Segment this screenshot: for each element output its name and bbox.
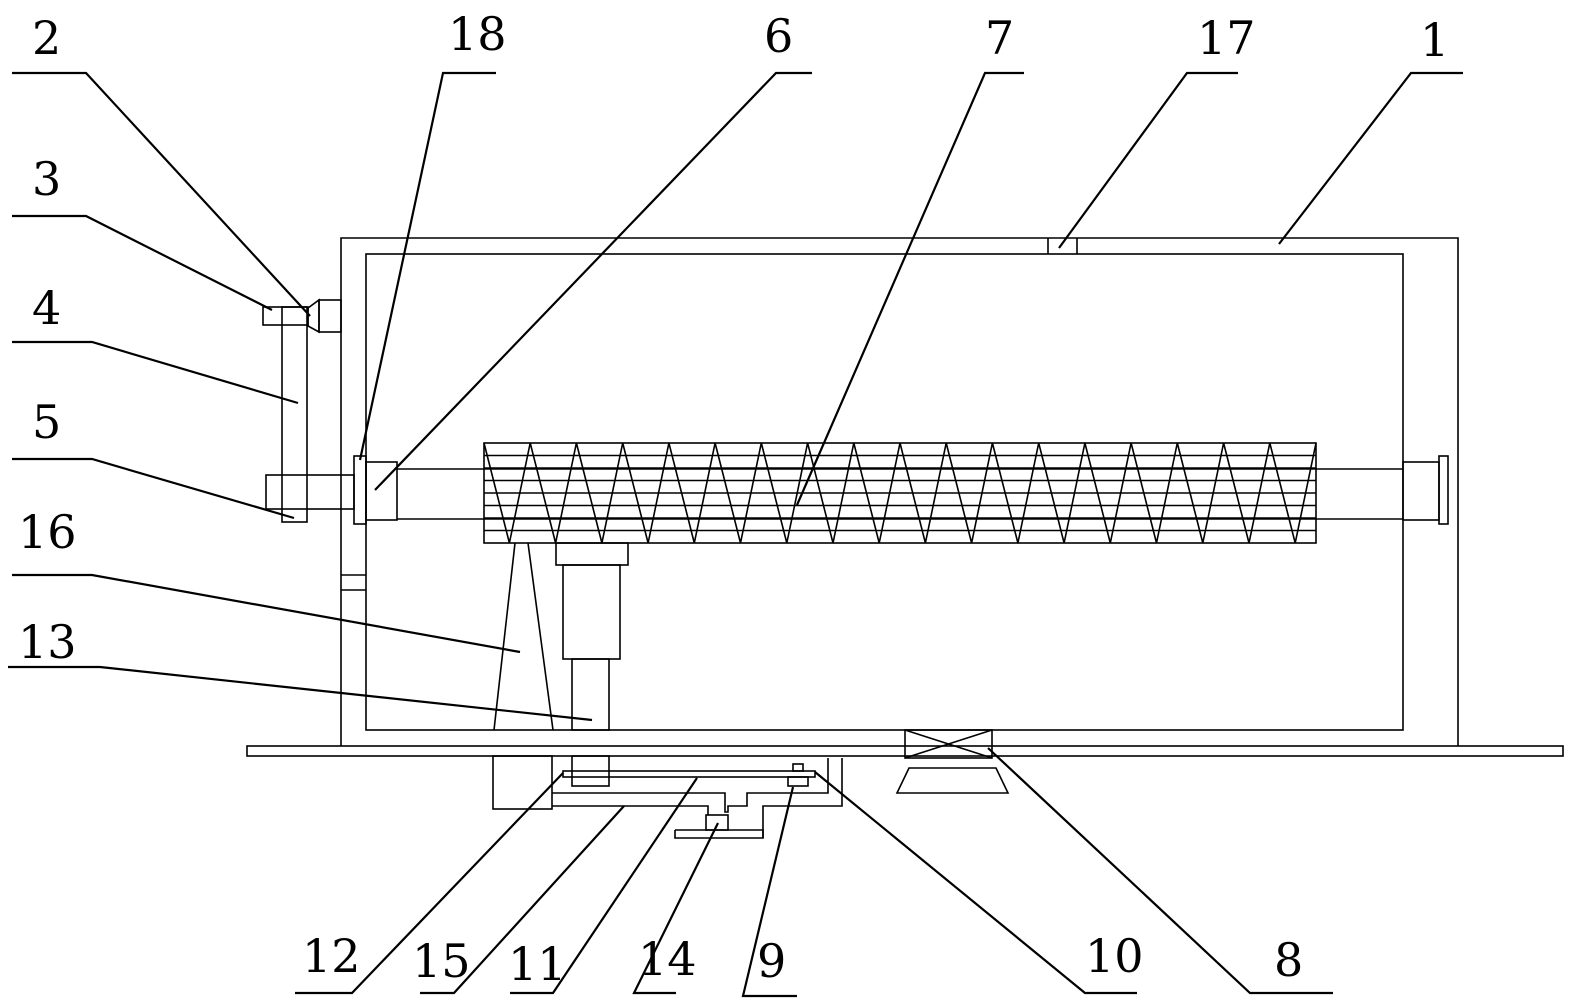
leader-17 xyxy=(1058,71,1238,249)
hopper-right-edge xyxy=(527,542,554,731)
idler-post xyxy=(792,763,804,772)
label-16: 16 xyxy=(18,505,77,559)
left-bearing xyxy=(353,455,367,525)
drive-frame-outer xyxy=(552,805,709,815)
label-1: 1 xyxy=(1420,13,1449,67)
hopper-left-edge xyxy=(493,542,516,731)
leader-14 xyxy=(632,822,719,995)
drum-horizontal-lines xyxy=(484,454,1316,532)
screw-flight xyxy=(483,442,1317,544)
label-15: 15 xyxy=(412,934,471,988)
leader-13 xyxy=(8,665,593,722)
leader-4 xyxy=(12,340,299,405)
label-10: 10 xyxy=(1085,929,1144,983)
label-12: 12 xyxy=(302,929,361,983)
right-coupling-block xyxy=(1402,461,1440,521)
label-17: 17 xyxy=(1197,11,1256,65)
label-4: 4 xyxy=(32,281,61,335)
label-9: 9 xyxy=(757,934,786,988)
cylinder-body xyxy=(562,564,621,660)
drive-frame-right xyxy=(762,758,843,838)
leader-6 xyxy=(374,71,812,491)
valve-body xyxy=(904,729,993,759)
left-coupling-block xyxy=(365,461,398,521)
leader-8 xyxy=(987,747,1333,995)
outlet-chute xyxy=(492,755,553,810)
label-3: 3 xyxy=(32,152,61,206)
label-18: 18 xyxy=(448,7,507,61)
cylinder-cap xyxy=(555,542,629,566)
label-14: 14 xyxy=(638,932,697,986)
drive-frame xyxy=(552,758,829,813)
motor-bracket xyxy=(674,829,764,839)
label-8: 8 xyxy=(1274,933,1303,987)
leader-18 xyxy=(358,71,496,461)
motor-mount xyxy=(318,299,342,333)
leader-5 xyxy=(12,457,295,520)
leader-15 xyxy=(420,805,625,995)
leader-3 xyxy=(12,214,273,311)
leader-16 xyxy=(12,573,521,654)
drive-belt xyxy=(562,770,816,778)
label-6: 6 xyxy=(764,9,793,63)
housing-outer-wall xyxy=(340,237,1459,746)
label-2: 2 xyxy=(32,11,61,65)
leader-9 xyxy=(741,786,797,998)
right-bearing xyxy=(1438,455,1449,525)
leader-10 xyxy=(814,771,1137,995)
transmission-bar xyxy=(281,306,308,523)
leader-7 xyxy=(795,71,1024,506)
label-13: 13 xyxy=(18,615,77,669)
valve-cross-2 xyxy=(904,729,993,759)
label-5: 5 xyxy=(32,395,61,449)
housing-inner-wall xyxy=(365,253,1404,731)
piston-rod xyxy=(571,658,610,731)
leader-11 xyxy=(510,777,698,995)
leader-12 xyxy=(295,772,564,995)
idler-wheel xyxy=(787,776,809,787)
valve-funnel xyxy=(895,767,1010,794)
motor-block xyxy=(705,814,729,831)
label-11: 11 xyxy=(508,937,567,991)
label-7: 7 xyxy=(985,11,1014,65)
leader-1 xyxy=(1278,71,1463,245)
leader-2 xyxy=(12,71,311,317)
